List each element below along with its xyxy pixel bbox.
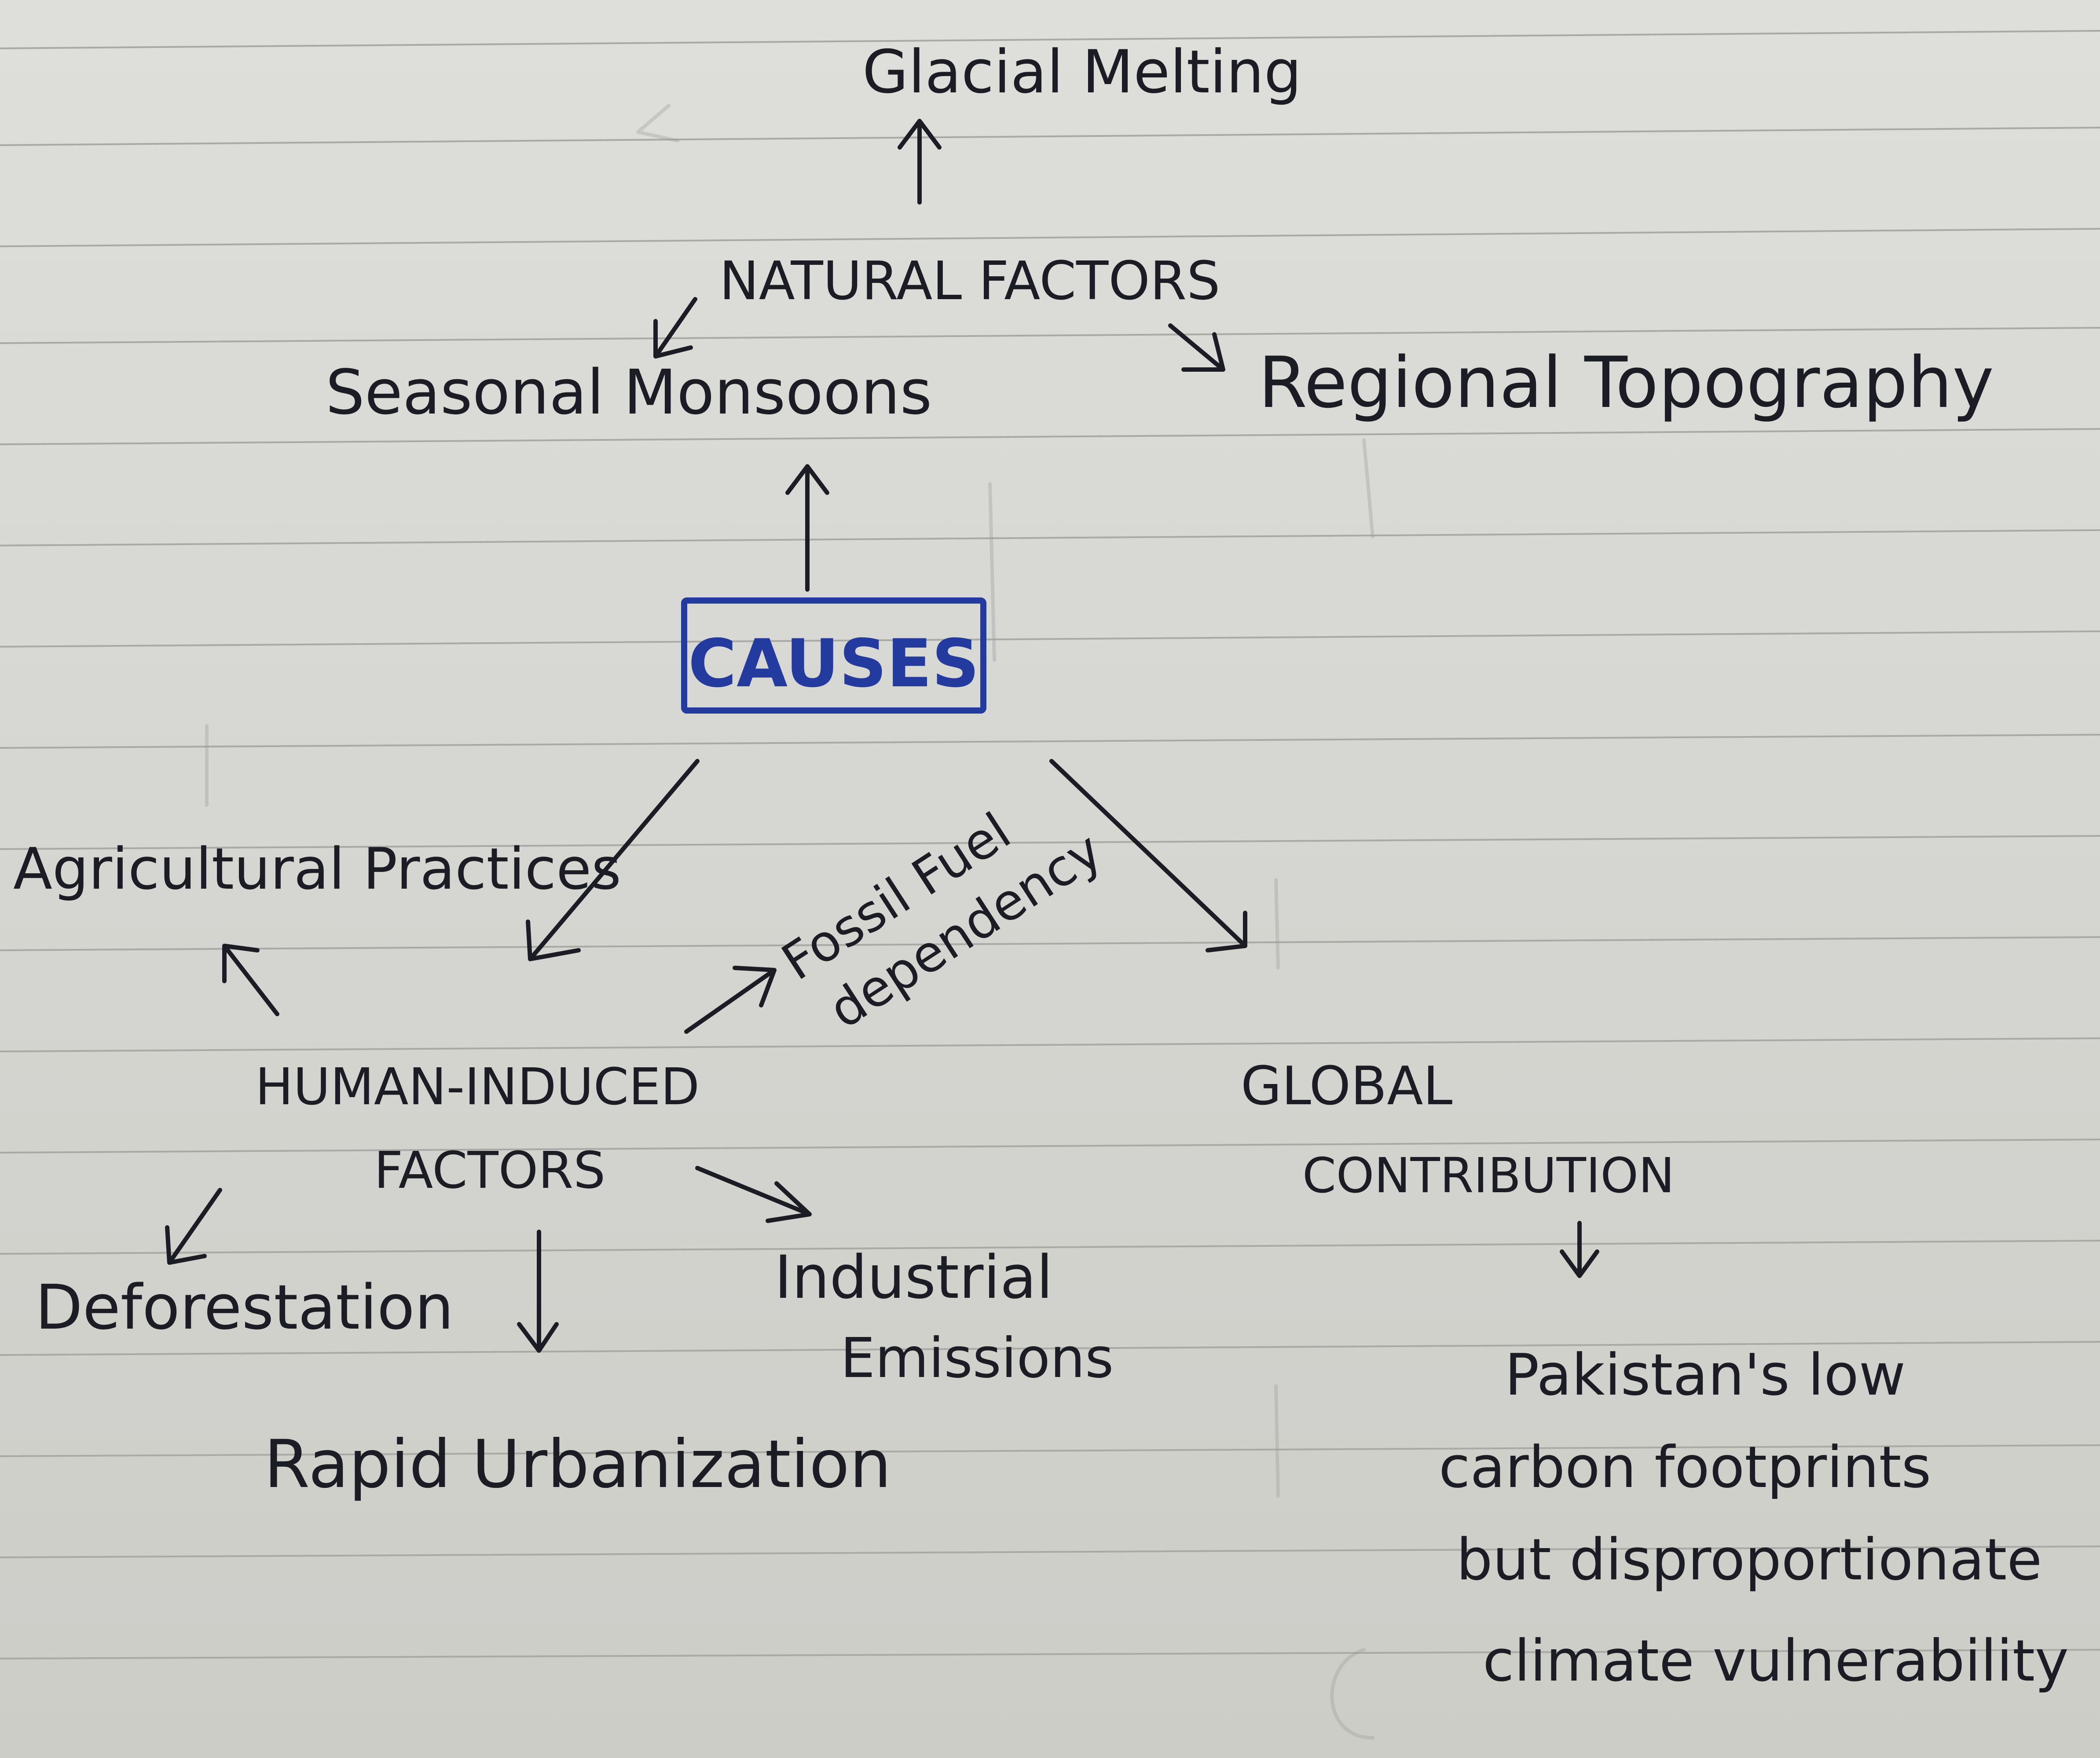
industrial-emissions-label-line2: Emissions [840,1326,1114,1390]
industrial-emissions-label-line1: Industrial [774,1243,1053,1312]
seasonal-monsoons-label: Seasonal Monsoons [326,357,932,429]
connectors [165,119,1599,1353]
pakistan-note-line2: carbon footprints [1439,1434,1931,1501]
arrow-to-pakistan [1560,1221,1599,1278]
arrow-to-rapid-urbanization [517,1230,559,1353]
human-induced-label-line2: FACTORS [374,1141,605,1200]
arrow-to-regional-topography [1168,323,1225,372]
human-induced-label-line1: HUMAN-INDUCED [255,1058,700,1117]
global-contribution-label-line2: CONTRIBUTION [1302,1147,1675,1204]
arrow-to-industrial-emissions [695,1166,812,1223]
node-labels: Glacial Melting NATURAL FACTORS Seasonal… [13,37,2069,1694]
causes-box [681,597,986,714]
pakistan-note-line4: climate vulnerability [1483,1627,2069,1694]
rapid-urbanization-label: Rapid Urbanization [264,1426,891,1503]
natural-factors-label: NATURAL FACTORS [719,251,1220,312]
pakistan-note-line3: but disproportionate [1456,1526,2042,1593]
glacial-melting-label: Glacial Melting [862,37,1301,106]
pakistan-note-line1: Pakistan's low [1505,1341,1906,1408]
fossil-fuel-dependency: Fossil Fuel dependency [772,802,1112,1040]
causes-node: CAUSES [681,597,986,714]
causes-label: CAUSES [688,626,979,702]
arrow-to-seasonal-monsoons [653,297,697,359]
arrow-to-deforestation [165,1188,222,1265]
global-contribution-label-line1: GLOBAL [1241,1056,1452,1117]
bleed-through-marks [205,104,1374,1740]
arrow-causes-to-global [1049,759,1247,952]
arrow-to-fossil-fuel [684,966,777,1034]
arrow-causes-to-natural [785,464,829,592]
arrow-to-agricultural-practices [222,944,279,1016]
regional-topography-label: Regional Topography [1258,341,1994,424]
arrow-causes-to-human [526,759,700,961]
agricultural-practices-label: Agricultural Practices [13,835,621,902]
deforestation-label: Deforestation [35,1272,454,1344]
arrow-to-glacial-melting [898,119,942,205]
ruled-lines [0,30,2100,1659]
